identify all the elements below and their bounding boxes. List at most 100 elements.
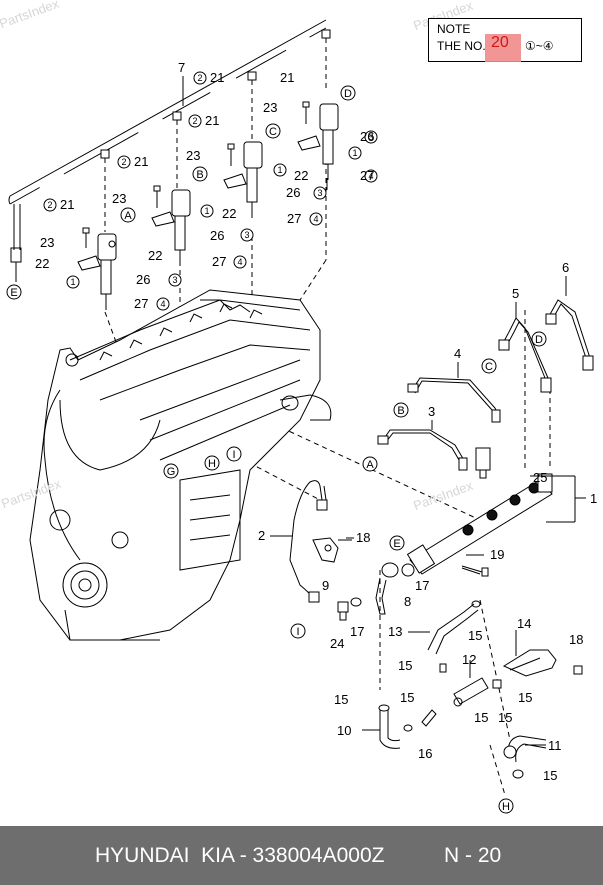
- label-27-d: 27: [134, 296, 148, 311]
- label-17-b: 17: [350, 624, 364, 639]
- label-2: 2: [258, 528, 265, 543]
- part-number-labels: 7 21 21 21 21 21 23 23 23 23 22 22 22 22…: [35, 60, 597, 783]
- letter-a-2: A: [366, 459, 374, 471]
- circled-2-c: 2: [121, 157, 126, 167]
- label-11: 11: [548, 738, 562, 753]
- label-13: 13: [388, 624, 402, 639]
- injection-pipes: [377, 299, 594, 471]
- label-9: 9: [322, 578, 329, 593]
- label-21-c: 21: [134, 154, 148, 169]
- note-highlight: [485, 34, 521, 62]
- label-15-g: 15: [498, 710, 512, 725]
- label-21-a: 21: [210, 70, 224, 85]
- circled-3-c: 3: [317, 188, 322, 198]
- note-range-sep: ~: [535, 39, 543, 53]
- note-range: ①~④: [525, 39, 554, 53]
- label-15-f: 15: [474, 710, 488, 725]
- injector-3: [243, 141, 263, 218]
- footer-bar: HYUNDAI KIA - 338004A000Z N - 20: [0, 826, 603, 885]
- letter-e-2: E: [393, 538, 400, 550]
- letter-b-1: B: [196, 169, 203, 181]
- letter-h-1: H: [208, 458, 216, 470]
- engine-block: [29, 289, 332, 641]
- label-15-a: 15: [468, 628, 482, 643]
- label-14: 14: [517, 616, 531, 631]
- label-21-b: 21: [205, 113, 219, 128]
- parts-diagram: A B C D E A B C D G H I E I H 2 2 2 2 1 …: [6, 19, 597, 814]
- letter-e-1: E: [10, 287, 17, 299]
- label-23-a: 23: [263, 100, 277, 115]
- diagram-svg: A B C D E A B C D G H I E I H 2 2 2 2 1 …: [6, 19, 597, 814]
- label-16: 16: [418, 746, 432, 761]
- label-23-c: 23: [112, 191, 126, 206]
- injector-4: [319, 103, 339, 180]
- label-15-h: 15: [543, 768, 557, 783]
- footer-page-ref: N - 20: [444, 844, 502, 867]
- label-1: 1: [590, 491, 597, 506]
- common-rail: [406, 447, 553, 575]
- label-15-b: 15: [398, 658, 412, 673]
- circled-4-b: 4: [237, 257, 242, 267]
- letter-i-2: I: [296, 626, 299, 638]
- label-23-b: 23: [186, 148, 200, 163]
- label-27-b: 27: [287, 211, 301, 226]
- label-26-b: 26: [286, 185, 300, 200]
- label-22-a: 22: [294, 168, 308, 183]
- label-22-d: 22: [35, 256, 49, 271]
- letter-callouts: [6, 85, 547, 814]
- circled-1-a: 1: [70, 277, 75, 287]
- label-27-a: 27: [360, 168, 374, 183]
- label-5: 5: [512, 286, 519, 301]
- label-19: 19: [490, 547, 504, 562]
- label-12: 12: [462, 652, 476, 667]
- label-6: 6: [562, 260, 569, 275]
- label-22-c: 22: [148, 248, 162, 263]
- label-26-c: 26: [210, 228, 224, 243]
- label-7: 7: [178, 60, 185, 75]
- circled-4-a: 4: [160, 299, 165, 309]
- label-25: 25: [533, 470, 547, 485]
- label-26-d: 26: [136, 272, 150, 287]
- letter-c-2: C: [485, 361, 493, 373]
- note-range-start: ①: [525, 39, 536, 53]
- label-4: 4: [454, 346, 461, 361]
- letter-i-1: I: [232, 449, 235, 461]
- letter-b-2: B: [397, 405, 404, 417]
- label-15-e: 15: [400, 690, 414, 705]
- circled-3-d: 3: [368, 132, 373, 142]
- leader-lines: [182, 76, 586, 746]
- letter-g-1: G: [167, 466, 176, 478]
- letter-h-2: H: [502, 801, 510, 813]
- injector-clamps: [77, 101, 321, 271]
- label-21-e: 21: [280, 70, 294, 85]
- note-highlight-number: 20: [491, 34, 509, 51]
- label-26-a: 26: [360, 129, 374, 144]
- circled-3-b: 3: [244, 230, 249, 240]
- label-3: 3: [428, 404, 435, 419]
- circled-number-text: 2 2 2 2 1 1 1 1 3 4 3 4 3 4 3 4: [47, 73, 373, 309]
- circled-3-a: 3: [172, 275, 177, 285]
- circled-4-c: 4: [313, 214, 318, 224]
- label-15-d: 15: [334, 692, 348, 707]
- label-17-a: 17: [415, 578, 429, 593]
- circled-4-d: 4: [368, 171, 373, 181]
- note-range-end: ④: [542, 39, 554, 53]
- circled-2-a: 2: [197, 73, 202, 83]
- circled-2-d: 2: [47, 200, 52, 210]
- label-27-c: 27: [212, 254, 226, 269]
- letter-callout-text: A B C D E A B C D G H I E I H: [10, 88, 543, 813]
- note-line-prefix: THE NO.: [437, 39, 486, 53]
- label-10: 10: [337, 723, 351, 738]
- label-8: 8: [404, 594, 411, 609]
- label-23-d: 23: [40, 235, 54, 250]
- circled-1-d: 1: [204, 206, 209, 216]
- letter-a-1: A: [124, 210, 132, 222]
- label-18-b: 18: [569, 632, 583, 647]
- fuel-return-line: [8, 19, 331, 282]
- circled-2-b: 2: [192, 116, 197, 126]
- circled-1-c: 1: [352, 148, 357, 158]
- label-24: 24: [330, 636, 344, 651]
- note-box: NOTE THE NO. 20 ①~④: [428, 18, 582, 62]
- label-15-c: 15: [518, 690, 532, 705]
- circled-number-rings: [43, 71, 378, 311]
